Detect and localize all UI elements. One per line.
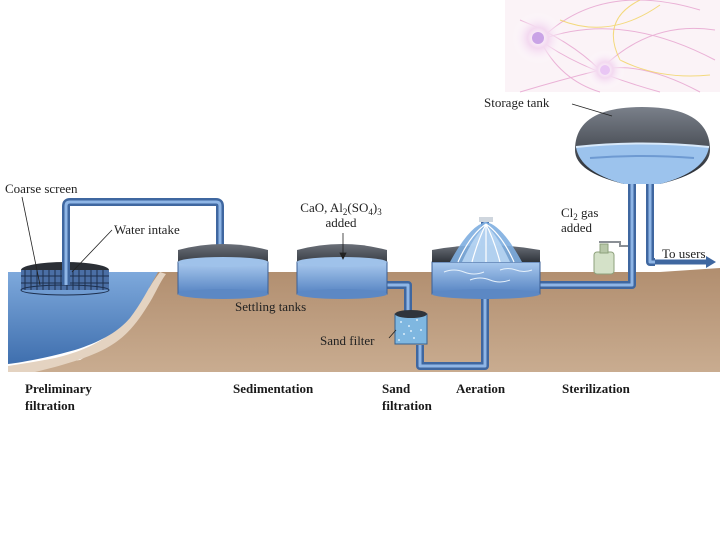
coarse-screen-label: Coarse screen (5, 181, 78, 196)
storage-tank (575, 107, 710, 184)
sand-filter-tank (394, 310, 428, 345)
sand-filter-label: Sand filter (320, 333, 375, 348)
stage-aeration: Aeration (456, 380, 505, 397)
formula-part: Cl (561, 205, 574, 220)
aeration-tank (431, 217, 541, 299)
river-water (8, 272, 158, 364)
chemicals-added-text: added (325, 215, 357, 230)
stage-line: filtration (382, 398, 432, 413)
leader-lines (21, 103, 613, 339)
stage-sterilization: Sterilization (562, 380, 630, 397)
formula-part: gas (577, 205, 599, 220)
formula-subscript: 2 (573, 212, 578, 222)
chlorine-bottle (593, 241, 628, 275)
formula-part: CaO, Al (300, 200, 343, 215)
stage-line: filtration (25, 398, 75, 413)
formula-subscript: 3 (377, 207, 382, 217)
stage-preliminary-filtration: Preliminary filtration (25, 380, 92, 414)
to-users-arrow (655, 256, 716, 268)
stage-line: Aeration (456, 381, 506, 396)
stage-line: Sand (382, 381, 411, 396)
stage-sedimentation: Sedimentation (233, 380, 313, 397)
settling-tank-2 (296, 244, 388, 299)
decorative-burst-graphic (505, 0, 720, 93)
river-bank (8, 272, 166, 372)
chemicals-formula: CaO, Al2(SO4)3 (286, 200, 396, 217)
chlorine-label: Cl2 gas added (561, 205, 598, 235)
chlorine-added-text: added (561, 220, 593, 235)
formula-part: (SO (347, 200, 369, 215)
chlorine-formula: Cl2 gas (561, 205, 599, 222)
stage-line: Sterilization (562, 381, 630, 396)
formula-subscript: 4 (368, 207, 373, 217)
settling-tank-1 (177, 244, 269, 299)
stage-line: Sedimentation (233, 381, 314, 396)
stage-sand-filtration: Sand filtration (382, 380, 432, 414)
settling-tanks-label: Settling tanks (235, 299, 307, 314)
stage-line: Preliminary (25, 381, 92, 396)
water-intake-label: Water intake (114, 222, 180, 237)
storage-tank-label: Storage tank (484, 95, 550, 110)
chemicals-label: CaO, Al2(SO4)3 added (286, 200, 396, 230)
to-users-label: To users (662, 246, 706, 261)
formula-subscript: 2 (342, 207, 348, 217)
formula-part: ) (372, 200, 378, 215)
